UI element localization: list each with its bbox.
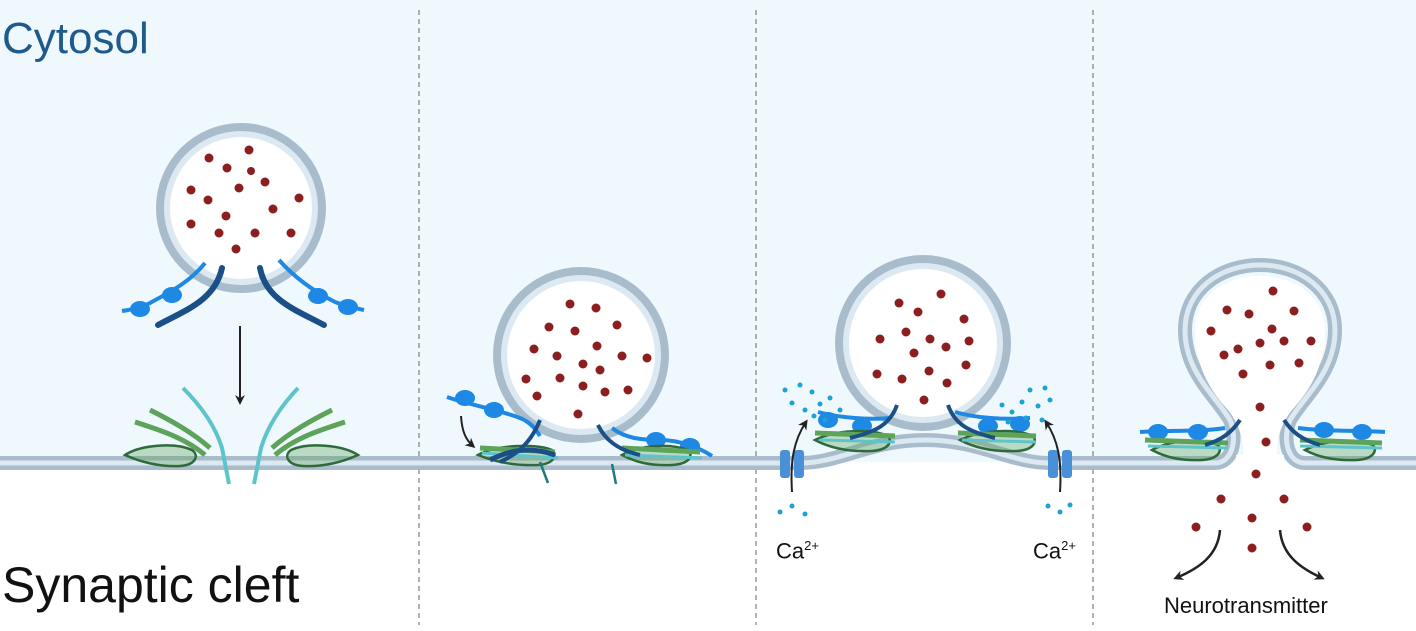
synaptic-cleft-label: Synaptic cleft xyxy=(2,557,300,613)
priming-arrow xyxy=(460,415,476,448)
snare-complex-left xyxy=(1139,418,1242,462)
calcium-symbol: Ca xyxy=(776,538,805,564)
release-arrow-right xyxy=(1278,529,1325,580)
calcium-label-left: Ca2+ xyxy=(776,538,819,564)
neurotransmitter-dots xyxy=(521,299,652,419)
snare-complex-right xyxy=(946,404,1037,453)
plasma-membrane xyxy=(756,432,1093,470)
release-arrow-left xyxy=(1173,529,1222,580)
snare-complex-right xyxy=(596,424,703,485)
synaptic-vesicle xyxy=(835,255,1011,431)
synaptic-vesicle xyxy=(156,123,326,293)
syntaxin-right xyxy=(257,265,327,328)
synaptotagmin-right xyxy=(277,258,365,315)
fused-membrane xyxy=(1093,257,1416,470)
neurotransmitter-label: Neurotransmitter xyxy=(1164,593,1328,618)
calcium-charge: 2+ xyxy=(804,538,819,553)
neurotransmitter-dots xyxy=(872,289,974,405)
snare-complex-left xyxy=(812,404,899,453)
snare-complex-right xyxy=(252,386,361,485)
synaptotagmin-left xyxy=(121,261,207,317)
calcium-charge: 2+ xyxy=(1061,538,1076,553)
calcium-channel-right xyxy=(1048,450,1072,478)
calcium-influx-arrow-left xyxy=(790,419,808,493)
panel-fusion xyxy=(1093,257,1416,580)
calcium-label-right: Ca2+ xyxy=(1033,538,1076,564)
calcium-influx-arrow-right xyxy=(1044,419,1062,493)
calcium-ions xyxy=(777,382,1073,517)
panel-docking xyxy=(0,123,419,485)
panel-calcium xyxy=(756,255,1093,517)
panel-priming xyxy=(419,267,756,485)
snare-complex-left xyxy=(122,386,231,485)
snare-complex-left xyxy=(475,419,559,484)
syntaxin-left xyxy=(155,265,225,328)
neurotransmitter-dots xyxy=(186,145,304,254)
snare-complex-right xyxy=(1282,418,1386,462)
panel-dividers xyxy=(418,10,1094,625)
calcium-channel-left xyxy=(780,450,804,478)
neurotransmitter-dots xyxy=(1191,286,1316,553)
calcium-symbol: Ca xyxy=(1033,538,1062,564)
cytosol-label: Cytosol xyxy=(2,14,149,63)
